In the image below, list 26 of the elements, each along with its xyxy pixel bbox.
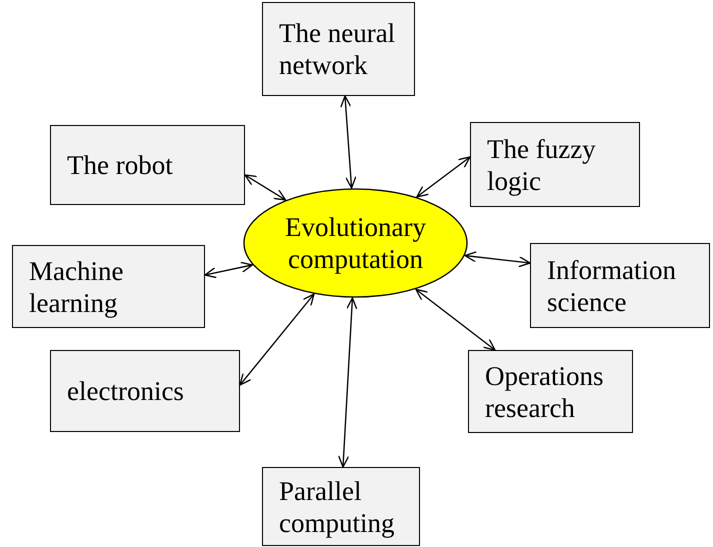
node-label: Evolutionary computation bbox=[284, 211, 427, 275]
node-label: The neural network bbox=[279, 17, 396, 81]
central-ellipse bbox=[243, 188, 468, 298]
node-label: The robot bbox=[67, 149, 173, 181]
node-label: Machine learning bbox=[29, 254, 124, 318]
topic-box bbox=[470, 122, 640, 207]
node-label: The fuzzy logic bbox=[487, 132, 597, 196]
topic-box bbox=[262, 467, 420, 546]
topic-box bbox=[50, 350, 240, 432]
node-label: Information science bbox=[547, 254, 677, 318]
topic-box bbox=[262, 2, 415, 96]
topic-box bbox=[530, 243, 710, 328]
double-arrow bbox=[415, 288, 496, 351]
topic-box bbox=[50, 125, 245, 205]
double-arrow bbox=[416, 156, 471, 198]
double-arrow bbox=[338, 297, 358, 468]
topic-box bbox=[468, 350, 633, 433]
double-arrow bbox=[204, 262, 253, 278]
double-arrow bbox=[464, 251, 531, 268]
double-arrow bbox=[239, 293, 315, 386]
topic-box bbox=[12, 245, 205, 328]
node-label: Operations research bbox=[485, 360, 604, 424]
double-arrow bbox=[244, 174, 286, 201]
node-label: Parallel computing bbox=[279, 474, 396, 538]
node-label: electronics bbox=[67, 375, 184, 407]
double-arrow bbox=[340, 95, 356, 189]
